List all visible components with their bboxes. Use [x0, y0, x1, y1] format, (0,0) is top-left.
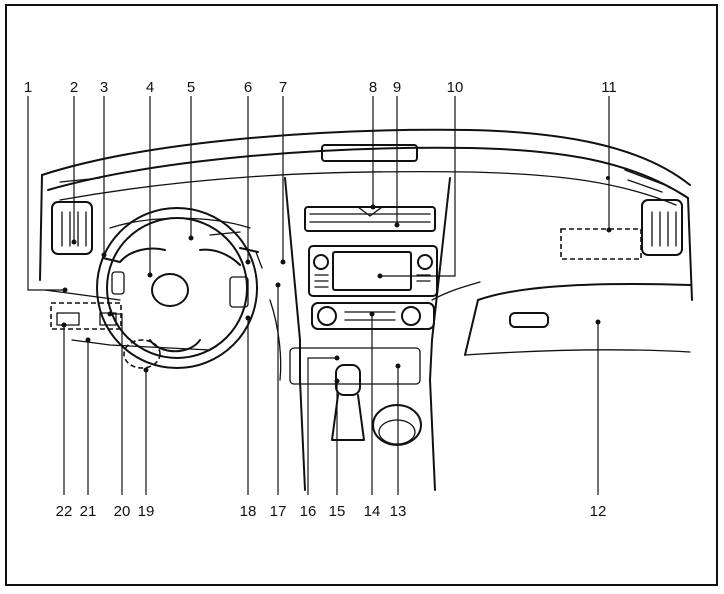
callout-6: 6 [244, 79, 252, 96]
callout-14: 14 [364, 503, 381, 520]
callout-4: 4 [146, 79, 154, 96]
callout-18: 18 [240, 503, 257, 520]
callout-8: 8 [369, 79, 377, 96]
callout-20: 20 [114, 503, 131, 520]
callout-22: 22 [56, 503, 73, 520]
callout-16: 16 [300, 503, 317, 520]
callout-3: 3 [100, 79, 108, 96]
callout-15: 15 [329, 503, 346, 520]
callout-21: 21 [80, 503, 97, 520]
callout-2: 2 [70, 79, 78, 96]
dashboard-drawing [40, 130, 692, 490]
callout-19: 19 [138, 503, 155, 520]
callout-9: 9 [393, 79, 401, 96]
callout-12: 12 [590, 503, 607, 520]
callout-5: 5 [187, 79, 195, 96]
callout-13: 13 [390, 503, 407, 520]
callout-1: 1 [24, 79, 32, 96]
callout-7: 7 [279, 79, 287, 96]
callout-11: 11 [601, 79, 617, 96]
callout-17: 17 [270, 503, 287, 520]
callout-10: 10 [447, 79, 464, 96]
